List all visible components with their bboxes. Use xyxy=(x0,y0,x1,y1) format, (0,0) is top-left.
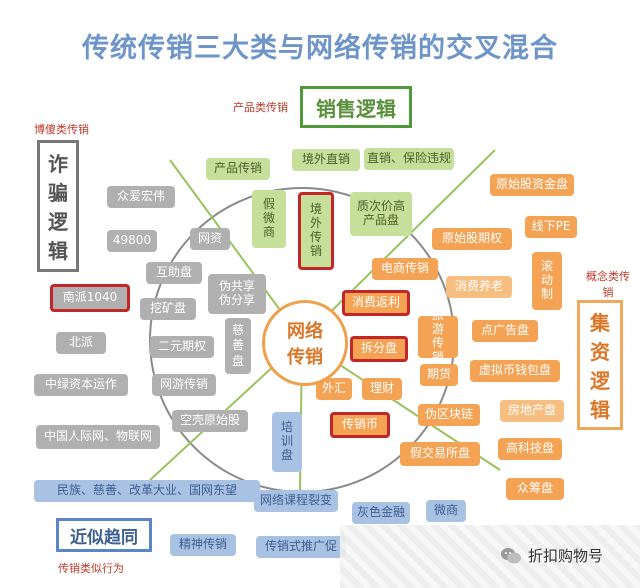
frame-sales-logic: 销售逻辑 xyxy=(300,86,412,128)
vertical-char: 善 xyxy=(231,338,244,353)
vertical-char: 微 xyxy=(262,211,275,226)
page-title: 传统传销三大类与网络传销的交叉混合 xyxy=(82,33,558,64)
blurred-region xyxy=(340,525,640,588)
box-gray: 北派 xyxy=(56,332,106,354)
fund-char: 辑 xyxy=(590,398,610,422)
box-orange: 虚拟币钱包盘 xyxy=(470,360,560,382)
box-gray: 慈善盘 xyxy=(225,318,251,374)
box-blue: 网络课程裂变 xyxy=(254,490,338,512)
label-similar-category: 传销类似行为 xyxy=(58,562,124,575)
box-orange: 滚动制 xyxy=(532,252,562,310)
box-line: 伪共享 xyxy=(218,279,255,294)
vertical-char: 训 xyxy=(280,434,293,449)
fraud-char: 诈 xyxy=(48,152,68,176)
box-orange: 房地产盘 xyxy=(500,400,564,422)
vertical-char: 境 xyxy=(309,202,322,217)
divider-line-top-right xyxy=(301,149,496,341)
fund-char: 集 xyxy=(590,311,610,335)
box-green: 境外直销 xyxy=(292,149,360,171)
label-product-category: 产品类传销 xyxy=(233,101,288,114)
box-blue: 灰色金融 xyxy=(352,502,410,524)
vertical-char: 外 xyxy=(309,216,322,231)
vertical-char: 旅 xyxy=(431,308,444,323)
box-orange: 假交易所盘 xyxy=(400,442,480,466)
box-gray: 网游传销 xyxy=(152,374,216,396)
box-orange-highlight: 传销币 xyxy=(330,412,390,438)
frame-similar: 近似趋同 xyxy=(56,518,152,552)
vertical-char: 销 xyxy=(431,349,444,364)
box-orange: 期货 xyxy=(420,364,458,386)
box-blue: 微商 xyxy=(426,500,466,522)
box-orange: 电商传销 xyxy=(372,258,438,280)
vertical-char: 假 xyxy=(262,197,275,212)
box-orange: 线下PE xyxy=(525,216,577,238)
box-orange: 外汇 xyxy=(316,378,352,400)
box-orange-highlight: 消费返利 xyxy=(342,290,410,316)
box-gray-highlight: 南派1040 xyxy=(50,284,130,312)
box-green: 直销、保险违规 xyxy=(364,148,454,170)
watermark: 折扣购物号 xyxy=(500,545,603,566)
fraud-char: 辑 xyxy=(48,239,68,263)
center-text-line: 传销 xyxy=(287,347,323,368)
box-green-highlight: 境外传销 xyxy=(298,192,334,270)
box-blue: 民族、慈善、改革大业、国网东望 xyxy=(34,480,260,502)
box-gray: 伪共享伪分享 xyxy=(208,274,266,314)
box-orange-highlight: 拆分盘 xyxy=(350,336,408,362)
box-orange: 点广告盘 xyxy=(472,320,538,342)
box-green: 质次价高产品盘 xyxy=(350,192,412,236)
watermark-text: 折扣购物号 xyxy=(528,547,604,565)
box-green: 产品传销 xyxy=(206,158,270,180)
frame-fund-logic: 集 资 逻 辑 xyxy=(577,300,623,430)
vertical-char: 传 xyxy=(309,230,322,244)
box-orange: 高科技盘 xyxy=(498,438,562,460)
box-blue: 培训盘 xyxy=(272,412,302,472)
vertical-char: 商 xyxy=(262,224,275,239)
box-blue: 传销式推广促 xyxy=(256,536,346,558)
wechat-icon xyxy=(501,547,521,563)
vertical-char: 动 xyxy=(540,273,553,288)
box-orange: 原始股期权 xyxy=(432,228,512,250)
vertical-char: 慈 xyxy=(231,322,244,337)
vertical-char: 销 xyxy=(309,243,322,258)
box-green: 假微商 xyxy=(252,190,286,248)
fraud-char: 逻 xyxy=(48,210,68,234)
box-gray: 众爱宏伟 xyxy=(107,186,175,208)
center-text-line: 网络 xyxy=(287,321,323,342)
fraud-char: 骗 xyxy=(48,181,68,205)
box-blue: 精神传销 xyxy=(170,534,236,556)
vertical-char: 培 xyxy=(280,420,293,435)
box-orange: 消费养老 xyxy=(446,276,512,298)
box-orange: 旅游传销 xyxy=(418,309,458,364)
fund-char: 逻 xyxy=(590,369,610,393)
vertical-char: 制 xyxy=(540,286,553,301)
box-orange: 众筹盘 xyxy=(506,478,564,500)
center-node: 网络 传销 xyxy=(262,300,348,386)
box-line: 产品盘 xyxy=(362,213,399,227)
box-orange: 原始股资金盘 xyxy=(490,174,574,196)
box-gray: 中国人际网、物联网 xyxy=(36,425,160,449)
box-orange: 理财 xyxy=(362,378,402,400)
box-gray: 空壳原始股 xyxy=(172,410,248,432)
vertical-char: 盘 xyxy=(231,353,244,368)
vertical-char: 游 xyxy=(431,322,444,337)
box-gray: 中绿资本运作 xyxy=(34,374,128,396)
fund-char: 资 xyxy=(590,340,610,364)
box-orange: 伪区块链 xyxy=(418,404,480,426)
vertical-char: 盘 xyxy=(280,447,293,462)
box-line: 质次价高 xyxy=(356,199,405,214)
box-gray: 49800 xyxy=(107,230,157,252)
label-concept-category: 概念类传销 xyxy=(586,270,630,299)
label-fraud-category: 博傻类传销 xyxy=(34,123,89,136)
box-gray: 挖矿盘 xyxy=(140,298,196,320)
box-gray: 网资 xyxy=(190,228,230,250)
vertical-char: 传 xyxy=(431,336,444,350)
frame-fraud-logic: 诈 骗 逻 辑 xyxy=(37,140,79,272)
box-gray: 二元期权 xyxy=(150,336,214,358)
box-line: 伪分享 xyxy=(218,293,255,307)
vertical-char: 滚 xyxy=(540,259,553,274)
box-gray: 互助盘 xyxy=(146,262,202,284)
